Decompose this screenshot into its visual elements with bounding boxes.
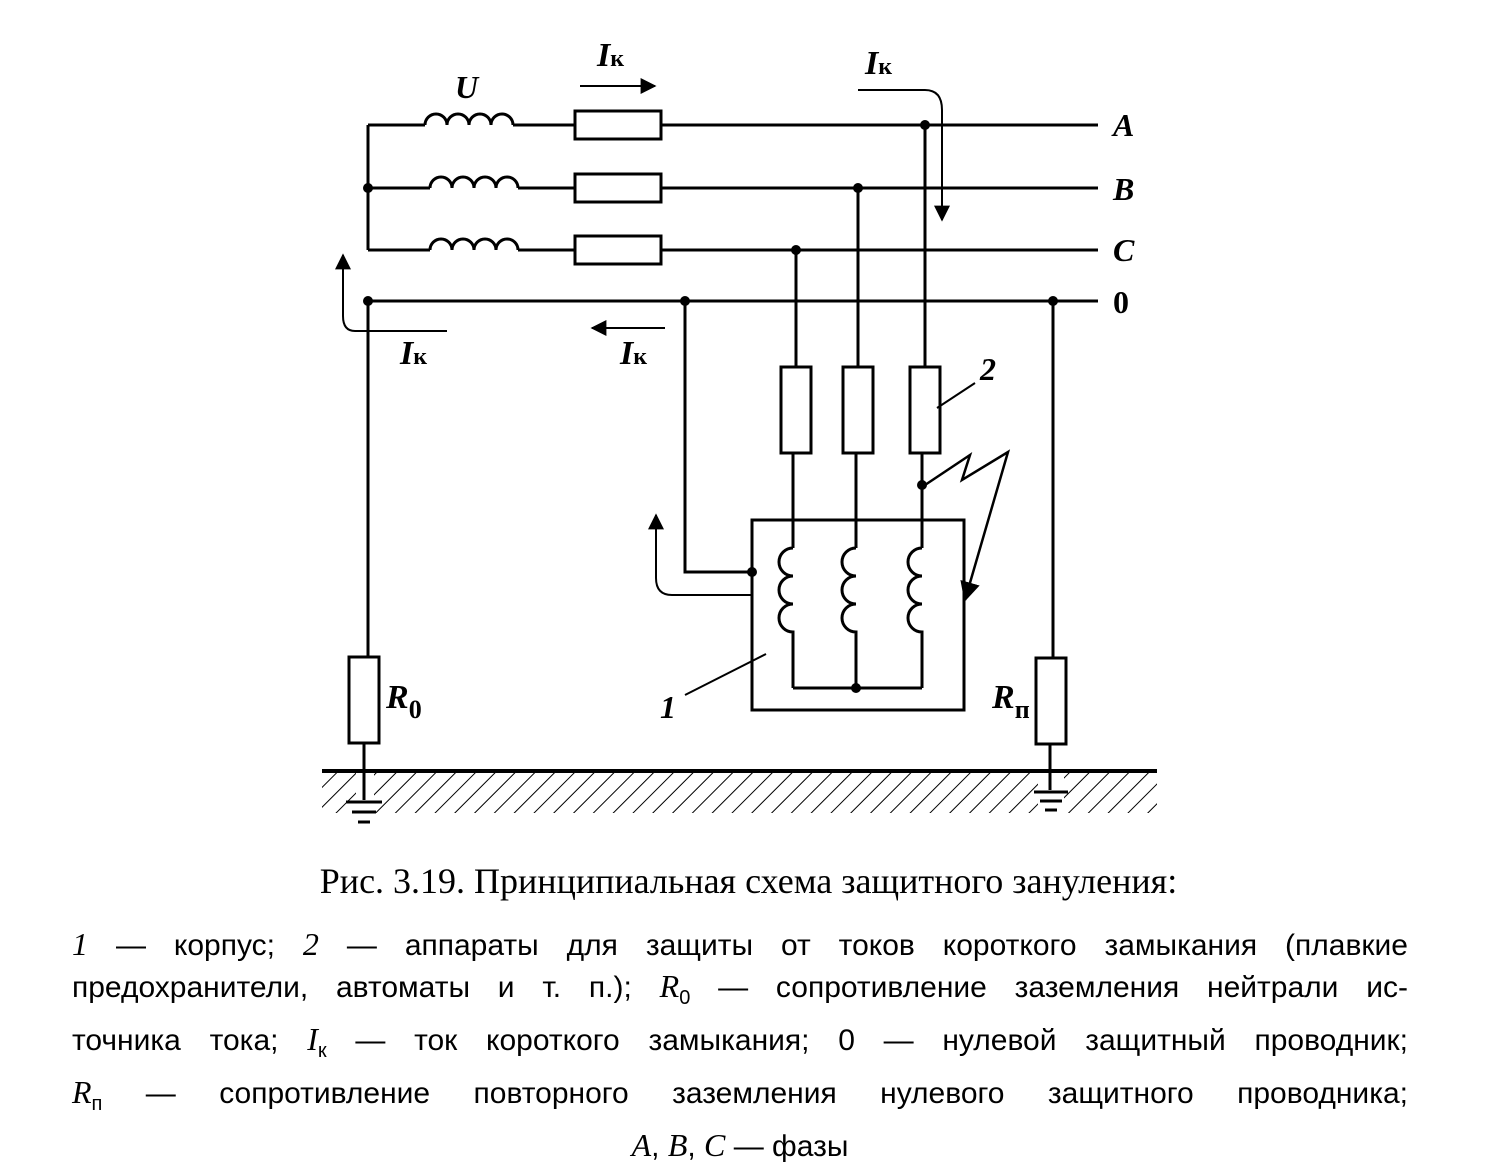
zero-label: 0: [1113, 284, 1129, 320]
current-arrow-left: [335, 253, 447, 332]
legend-line: A, B, C — фазы: [631, 1127, 849, 1163]
circuit-diagram: U Iк Iк Iк Iк A B C 0 2 1 R0 Rп: [322, 37, 1157, 824]
fuse-b: [573, 172, 663, 204]
current-arrow-housing: [648, 513, 752, 596]
legend-line: Rп — сопротивление повторного заземления…: [72, 1074, 1408, 1115]
rp-resistor: [1034, 656, 1068, 746]
junction-dot: [851, 683, 861, 693]
current-arrow-right: [858, 89, 950, 222]
current-label-middle: Iк: [619, 335, 647, 372]
junction-dot: [917, 480, 927, 490]
leader-2: [936, 382, 976, 409]
phase-c-line: [368, 234, 1098, 266]
figure-caption-title: Рис. 3.19. Принципиальная схема защитног…: [319, 861, 1178, 901]
phase-b-line: [368, 172, 1098, 204]
source-label: U: [455, 69, 480, 105]
r0-resistor: [347, 655, 381, 745]
source-coil-b: [428, 175, 520, 189]
junction-dot: [363, 296, 373, 306]
source-coil-a: [423, 112, 515, 126]
junction-dot: [1048, 296, 1058, 306]
r0-label: R0: [385, 679, 422, 724]
equipment-housing: [750, 518, 966, 712]
apparatus-number: 2: [979, 351, 996, 387]
current-label-left: Iк: [399, 335, 427, 372]
legend-line: точника тока; Iк — ток короткого замыкан…: [72, 1021, 1408, 1062]
winding-2: [840, 546, 858, 688]
legend-line: предохранители, автоматы и т. п.); R0 — …: [72, 968, 1408, 1009]
fuse-c: [573, 234, 663, 266]
winding-1: [777, 546, 795, 688]
fuse-a: [573, 109, 663, 141]
junction-dot: [363, 183, 373, 193]
apparatus-a: [908, 365, 942, 455]
phase-label-c: C: [1113, 232, 1135, 268]
junction-dot: [853, 183, 863, 193]
junction-dot: [920, 120, 930, 130]
rp-label: Rп: [991, 679, 1030, 724]
winding-3: [906, 546, 924, 688]
figure-legend: 1 — корпус; 2 — аппараты для защиты от т…: [72, 924, 1408, 1167]
fault-lightning: [924, 449, 1011, 602]
ground-hatch: [322, 773, 1157, 813]
junction-dot: [747, 567, 757, 577]
zero-to-housing: [683, 301, 752, 574]
current-label-top: Iк: [596, 37, 624, 74]
phase-label-a: A: [1111, 107, 1134, 143]
apparatus-b: [841, 365, 875, 455]
phase-a-line: [368, 109, 1098, 141]
current-label-right: Iк: [864, 45, 892, 82]
junction-dot: [680, 296, 690, 306]
housing-number: 1: [660, 689, 676, 725]
legend-line: 1 — корпус; 2 — аппараты для защиты от т…: [72, 926, 1408, 962]
source-coil-c: [428, 237, 520, 251]
apparatus-c: [779, 365, 813, 455]
leader-1: [684, 653, 767, 696]
junction-dot: [791, 245, 801, 255]
phase-label-b: B: [1112, 171, 1134, 207]
